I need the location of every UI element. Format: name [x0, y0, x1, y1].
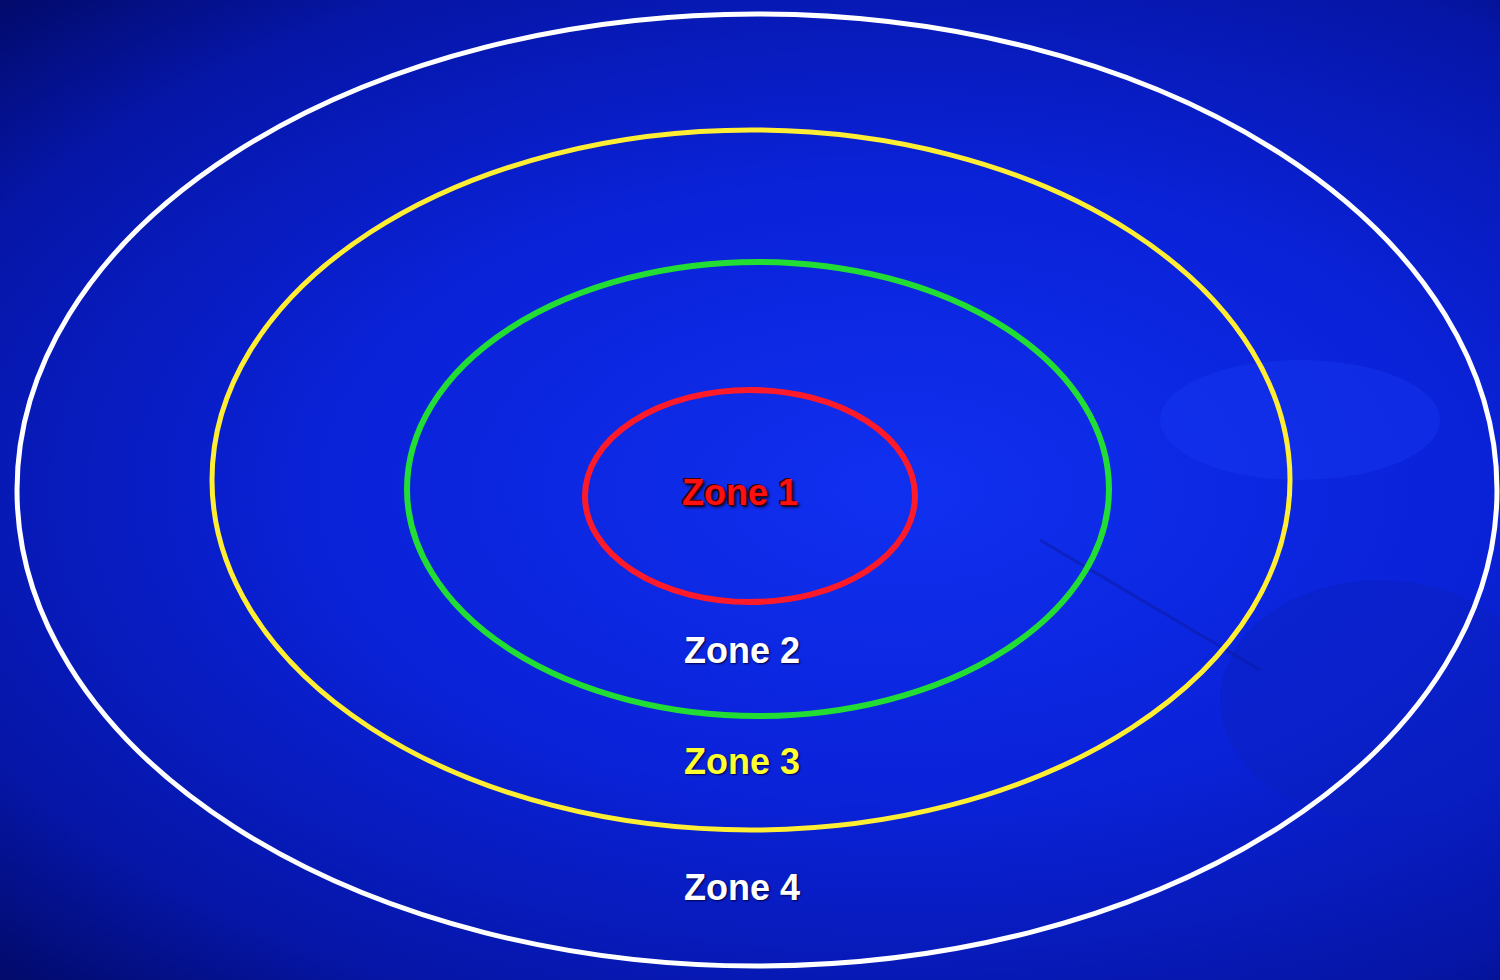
zone-ellipse: Zone 4 Zone 3 Zone 2 Zone 1 — [12, 9, 1500, 971]
zone-label: Zone 3 — [684, 742, 800, 782]
zone-label: Zone 2 — [684, 631, 800, 671]
zone-label: Zone 4 — [684, 868, 800, 908]
zone-label: Zone 1 — [682, 473, 798, 513]
zone-ellipse: Zone 3 Zone 2 Zone 1 — [207, 125, 1295, 835]
zone-ellipse: Zone 1 — [579, 384, 921, 608]
zone-ellipse: Zone 2 Zone 1 — [401, 256, 1115, 722]
